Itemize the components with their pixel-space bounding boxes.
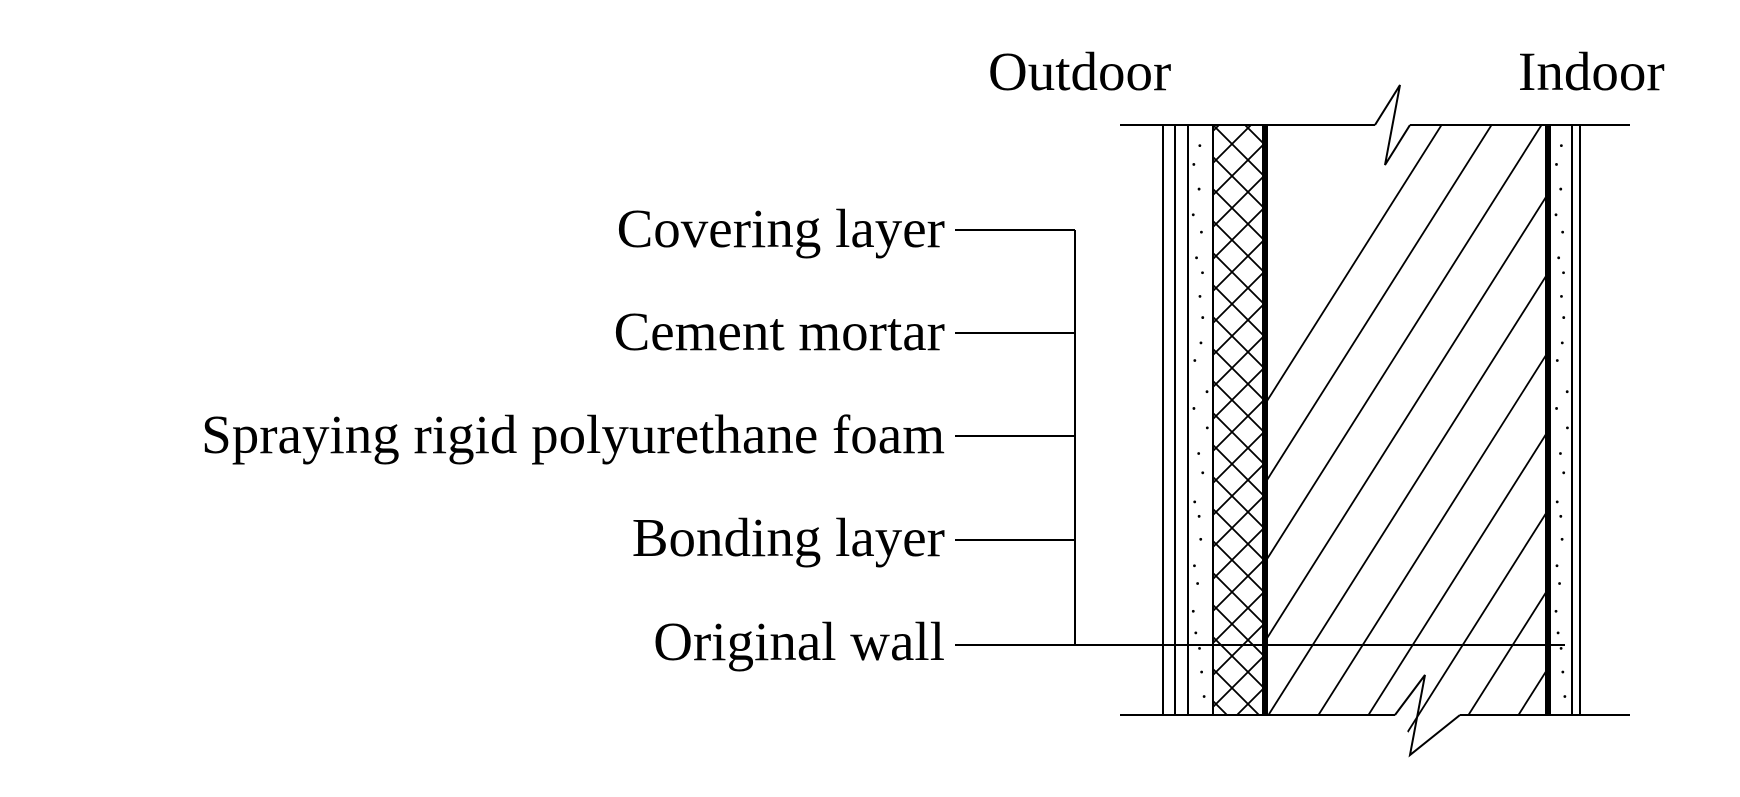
mortar-stipple-dot bbox=[1562, 271, 1565, 275]
mortar-stipple-dot bbox=[1201, 471, 1205, 475]
break-symbols bbox=[1374, 84, 1461, 758]
wall-hatch-line bbox=[1265, 85, 1548, 755]
mortar-stipple-dot bbox=[1559, 144, 1563, 148]
mortar-stipple-dot bbox=[1559, 514, 1563, 518]
mortar-stipple-dot bbox=[1562, 316, 1566, 319]
indoor-label: Indoor bbox=[1518, 41, 1665, 102]
mortar-stipple-dot bbox=[1201, 316, 1205, 319]
mortar-stipple-dot bbox=[1555, 163, 1558, 166]
mortar-stipple-dot bbox=[1205, 426, 1209, 430]
mortar-stipple-dot bbox=[1566, 426, 1569, 430]
wall-hatch-line bbox=[1339, 85, 1548, 755]
mortar-stipple-dot bbox=[1557, 256, 1561, 260]
wall-hatch-line bbox=[1265, 85, 1471, 755]
mortar-stipple-dot bbox=[1560, 537, 1564, 541]
layer-label-original-wall: Original wall bbox=[653, 611, 945, 672]
mortar-stipple-dot bbox=[1197, 452, 1201, 455]
mortar-stipple-dot bbox=[1561, 230, 1565, 234]
wall-hatch-line bbox=[1690, 80, 1740, 760]
wall-hatch-line bbox=[1539, 85, 1548, 755]
outdoor-label: Outdoor bbox=[988, 41, 1171, 102]
mortar-stipple-dot bbox=[1191, 609, 1195, 613]
mortar-stipple-dot bbox=[1196, 582, 1200, 585]
wall-hatch-line bbox=[1640, 80, 1740, 760]
mortar-stipple-dot bbox=[1192, 163, 1196, 166]
mortar-stipple-dot bbox=[1198, 646, 1201, 650]
mortar-stipple-dot bbox=[1198, 144, 1202, 148]
mortar-stipple-dot bbox=[1560, 341, 1564, 345]
mortar-stipple-dot bbox=[1558, 582, 1561, 585]
wall-hatch-line bbox=[1439, 85, 1548, 755]
mortar-stipple-dot bbox=[1199, 341, 1203, 345]
mortar-stipple-dot bbox=[1555, 359, 1559, 362]
mortar-stipple-dot bbox=[1555, 407, 1558, 410]
wall-hatch-line bbox=[1265, 85, 1521, 755]
mortar-stipple-dot bbox=[1560, 294, 1563, 298]
bottom-break-symbol bbox=[1394, 674, 1461, 758]
mortar-stipple-dot bbox=[1554, 609, 1558, 613]
mortar-stipple-dot bbox=[1200, 670, 1204, 674]
mortar-stipple-dot bbox=[1565, 390, 1569, 394]
wall-hatch-line bbox=[1265, 85, 1548, 755]
mortar-stipple-dot bbox=[1555, 500, 1559, 504]
original-wall-section bbox=[1265, 80, 1740, 760]
mortar-stipple-dot bbox=[1193, 500, 1197, 504]
mortar-stipple-dot bbox=[1197, 187, 1201, 191]
mortar-stipple-dot bbox=[1562, 471, 1566, 475]
mortar-stipple-dot bbox=[1205, 390, 1209, 394]
mortar-stipple-dot bbox=[1202, 695, 1206, 698]
mortar-stipple-dot bbox=[1201, 271, 1204, 275]
wall-hatch-line bbox=[1590, 80, 1740, 760]
cement-mortar-section bbox=[1187, 125, 1209, 715]
mortar-stipple-dot bbox=[1555, 564, 1559, 568]
wall-hatch-line bbox=[1289, 85, 1548, 755]
wall-hatch-line bbox=[1389, 85, 1548, 755]
indoor-finish-section bbox=[1545, 125, 1581, 715]
mortar-stipple-dot bbox=[1194, 631, 1198, 635]
top-break-symbol bbox=[1374, 84, 1411, 166]
layer-label-cement-mortar: Cement mortar bbox=[614, 301, 945, 362]
mortar-stipple-dot bbox=[1198, 294, 1202, 298]
mortar-stipple-dot bbox=[1200, 230, 1203, 234]
mortar-stipple-dot bbox=[1191, 213, 1195, 217]
layer-label-bonding-layer: Bonding layer bbox=[632, 507, 945, 568]
layer-label-covering-layer: Covering layer bbox=[617, 198, 945, 259]
wall-hatch-line bbox=[1489, 85, 1548, 755]
mortar-stipple-dot bbox=[1193, 564, 1196, 568]
mortar-stipple-dot bbox=[1554, 213, 1558, 217]
mortar-stipple-dot bbox=[1559, 452, 1562, 455]
mortar-stipple-dot bbox=[1192, 407, 1196, 410]
covering-layer-section bbox=[1162, 125, 1176, 715]
mortar-stipple-dot bbox=[1556, 631, 1560, 635]
layer-label-spraying-rigid-polyurethane-foam: Spraying rigid polyurethane foam bbox=[201, 404, 945, 465]
mortar-stipple-dot bbox=[1193, 359, 1197, 362]
wall-hatch-line bbox=[1265, 85, 1548, 755]
mortar-stipple-dot bbox=[1559, 187, 1563, 191]
mortar-stipple-dot bbox=[1199, 537, 1203, 541]
mortar-stipple-dot bbox=[1197, 514, 1201, 518]
mortar-stipple-dot bbox=[1563, 695, 1567, 698]
polyurethane-foam-section bbox=[1212, 124, 1264, 716]
mortar-stipple-dot bbox=[1195, 256, 1198, 260]
mortar-stipple-dot bbox=[1559, 646, 1563, 650]
mortar-stipple-dot bbox=[1561, 670, 1565, 674]
